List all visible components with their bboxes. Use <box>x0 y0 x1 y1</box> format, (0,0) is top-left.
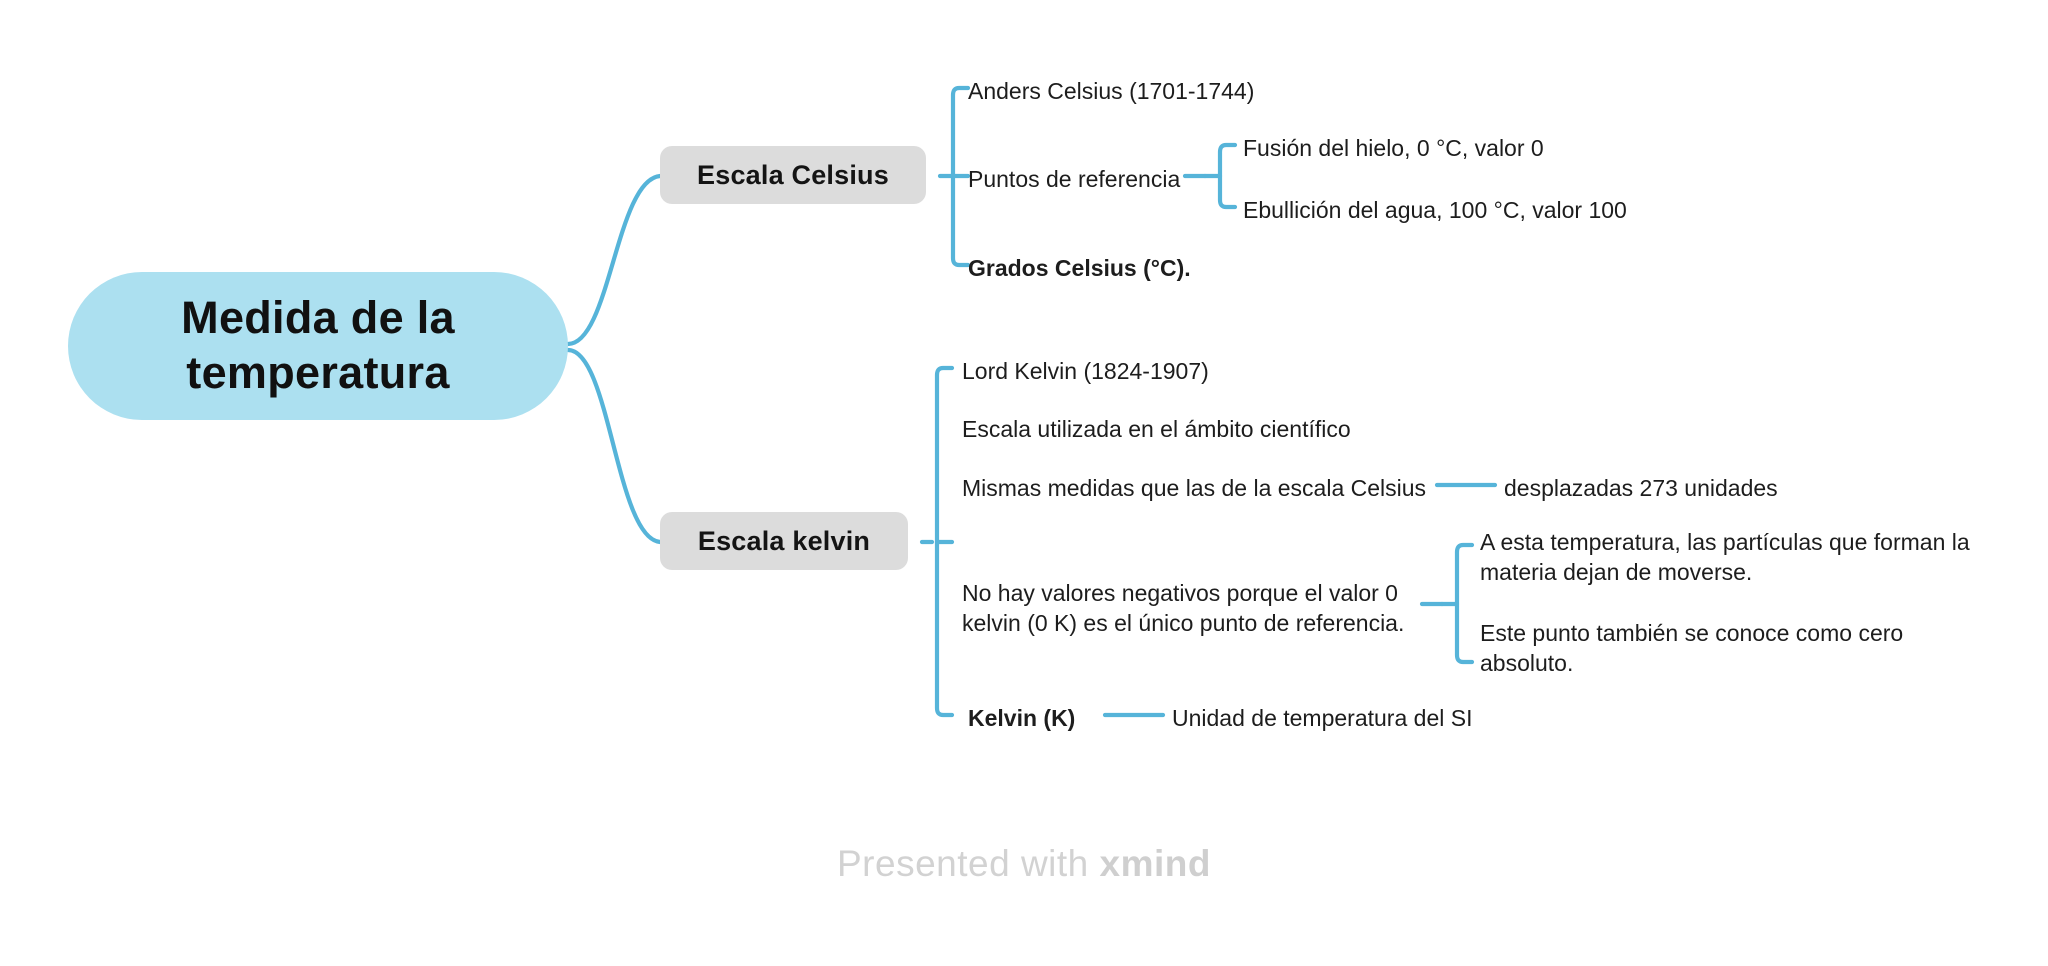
wire-nohay-bracket <box>1454 542 1475 665</box>
topic-no-hay-line1: No hay valores negativos porque el valor… <box>962 580 1398 606</box>
topic-mismas-medidas[interactable]: Mismas medidas que las de la escala Cels… <box>962 475 1427 501</box>
root-label: Medida de la temperatura <box>181 291 455 401</box>
topic-lord-kelvin[interactable]: Lord Kelvin (1824-1907) <box>962 358 1209 384</box>
root-label-line1: Medida de la <box>181 292 455 344</box>
topic-particulas-line1: A esta temperatura, las partículas que f… <box>1480 529 1970 555</box>
topic-particulas-line2: materia dejan de moverse. <box>1480 559 1753 586</box>
topic-puntos-de-referencia[interactable]: Puntos de referencia <box>968 166 1181 192</box>
topic-desplazadas-273[interactable]: desplazadas 273 unidades <box>1504 475 1778 501</box>
branch-escala-celsius-label: Escala Celsius <box>697 159 889 190</box>
topic-grados-celsius[interactable]: Grados Celsius (°C). <box>968 255 1191 281</box>
topic-fusion-hielo[interactable]: Fusión del hielo, 0 °C, valor 0 <box>1243 135 1544 161</box>
topic-no-hay-line2: kelvin (0 K) es el único punto de refere… <box>962 610 1405 637</box>
topic-escala-ambito-cientifico[interactable]: Escala utilizada en el ámbito científico <box>962 416 1351 442</box>
branch-escala-kelvin-label: Escala kelvin <box>697 525 871 556</box>
wire-puntos-bracket <box>1217 142 1238 210</box>
topic-unidad-temperatura-si[interactable]: Unidad de temperatura del SI <box>1172 705 1473 731</box>
watermark-brand: xmind <box>1099 843 1211 884</box>
topic-cero-absoluto-line1: Este punto también se conoce como cero <box>1480 620 1904 646</box>
topic-kelvin-k[interactable]: Kelvin (K) <box>968 705 1076 731</box>
watermark-prefix: Presented with <box>837 843 1100 884</box>
root-label-line2: temperatura <box>186 347 450 398</box>
topic-no-hay-valores-negativos[interactable]: No hay valores negativos porque el valor… <box>962 578 1432 639</box>
topic-cero-absoluto[interactable]: Este punto también se conoce como cero a… <box>1480 618 1980 679</box>
topic-anders-celsius[interactable]: Anders Celsius (1701-1744) <box>968 78 1255 104</box>
root-node[interactable]: Medida de la temperatura <box>68 272 568 420</box>
topic-particulas-dejan-de-moverse[interactable]: A esta temperatura, las partículas que f… <box>1480 527 1980 588</box>
xmind-watermark: Presented with xmind <box>0 843 2048 885</box>
branch-escala-celsius[interactable]: Escala Celsius <box>660 146 926 204</box>
topic-cero-absoluto-line2: absoluto. <box>1480 650 1574 677</box>
branch-escala-kelvin[interactable]: Escala kelvin <box>660 512 908 570</box>
topic-ebullicion-agua[interactable]: Ebullición del agua, 100 °C, valor 100 <box>1243 197 1627 223</box>
wire-root-to-celsius <box>565 173 663 347</box>
wire-root-to-kelvin <box>565 347 663 545</box>
